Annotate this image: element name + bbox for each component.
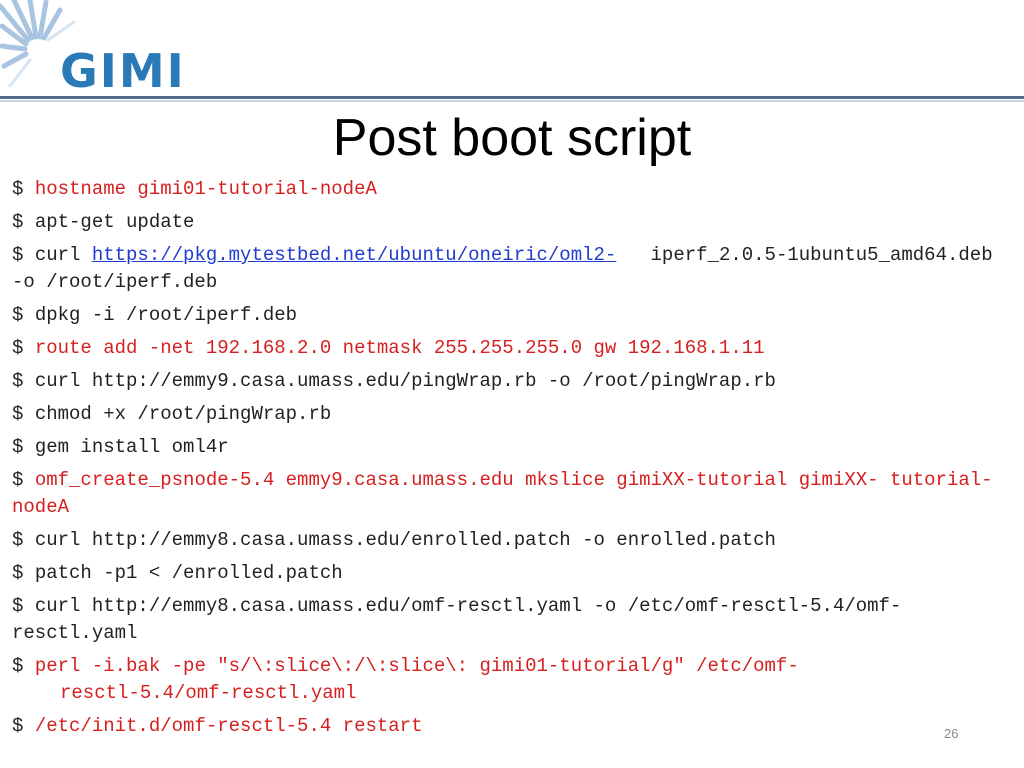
command-line-chmod: $ chmod +x /root/pingWrap.rb bbox=[12, 401, 1012, 428]
command-line-curl-pingwrap: $ curl http://emmy9.casa.umass.edu/pingW… bbox=[12, 368, 1012, 395]
prompt-symbol: $ bbox=[12, 469, 24, 491]
prompt-symbol: $ bbox=[12, 403, 24, 425]
prompt-symbol: $ bbox=[12, 595, 24, 617]
command-line-perl: $ perl -i.bak -pe "s/\:slice\:/\:slice\:… bbox=[12, 653, 1012, 707]
command-text: chmod +x /root/pingWrap.rb bbox=[34, 403, 332, 425]
command-line-hostname: $ hostname gimi01-tutorial-nodeA bbox=[12, 176, 1012, 203]
page-number: 26 bbox=[944, 726, 959, 741]
prompt-symbol: $ bbox=[12, 436, 24, 458]
command-text: /etc/init.d/omf-resctl-5.4 restart bbox=[34, 715, 423, 737]
prompt-symbol: $ bbox=[12, 211, 24, 233]
command-text: dpkg -i /root/iperf.deb bbox=[34, 304, 298, 326]
command-line-restart: $ /etc/init.d/omf-resctl-5.4 restart bbox=[12, 713, 1012, 740]
prompt-symbol: $ bbox=[12, 178, 24, 200]
prompt-symbol: $ bbox=[12, 562, 24, 584]
command-text-continued: resctl-5.4/omf-resctl.yaml bbox=[60, 682, 357, 704]
command-line-apt-get: $ apt-get update bbox=[12, 209, 1012, 236]
command-text: gem install oml4r bbox=[34, 436, 229, 458]
logo-burst-icon bbox=[0, 0, 76, 88]
prompt-symbol: $ bbox=[12, 370, 24, 392]
oml2-repo-link[interactable]: https://pkg.mytestbed.net/ubuntu/oneiric… bbox=[91, 244, 617, 266]
prompt-symbol: $ bbox=[12, 244, 24, 266]
command-line-route: $ route add -net 192.168.2.0 netmask 255… bbox=[12, 335, 1012, 362]
command-text: curl http://emmy8.casa.umass.edu/omf-res… bbox=[12, 595, 936, 644]
command-text: route add -net 192.168.2.0 netmask 255.2… bbox=[34, 337, 765, 359]
command-text: omf_create_psnode-5.4 emmy9.casa.umass.e… bbox=[12, 469, 993, 518]
command-text: perl -i.bak -pe "s/\:slice\:/\:slice\: g… bbox=[34, 655, 799, 677]
prompt-symbol: $ bbox=[12, 655, 24, 677]
prompt-symbol: $ bbox=[12, 529, 24, 551]
slide-title: Post boot script bbox=[332, 109, 692, 167]
command-text: curl http://emmy8.casa.umass.edu/enrolle… bbox=[34, 529, 776, 551]
header-rule bbox=[0, 96, 1024, 99]
command-line-gem-install: $ gem install oml4r bbox=[12, 434, 1012, 461]
logo-text: GIMI bbox=[60, 44, 186, 98]
command-line-curl-iperf: $ curl https://pkg.mytestbed.net/ubuntu/… bbox=[12, 242, 1012, 296]
command-text-post: iperf_2.0.5-1ubuntu5_amd64.deb -o /root/… bbox=[12, 244, 1004, 293]
gimi-logo: GIMI bbox=[0, 0, 200, 100]
prompt-symbol: $ bbox=[12, 304, 24, 326]
command-text: patch -p1 < /enrolled.patch bbox=[34, 562, 343, 584]
command-text: apt-get update bbox=[34, 211, 195, 233]
command-line-curl-resctl: $ curl http://emmy8.casa.umass.edu/omf-r… bbox=[12, 593, 1012, 647]
command-line-omf-create-psnode: $ omf_create_psnode-5.4 emmy9.casa.umass… bbox=[12, 467, 1012, 521]
command-line-curl-enrolled: $ curl http://emmy8.casa.umass.edu/enrol… bbox=[12, 527, 1012, 554]
command-line-dpkg: $ dpkg -i /root/iperf.deb bbox=[12, 302, 1012, 329]
command-line-patch: $ patch -p1 < /enrolled.patch bbox=[12, 560, 1012, 587]
prompt-symbol: $ bbox=[12, 337, 24, 359]
command-text: hostname gimi01-tutorial-nodeA bbox=[34, 178, 377, 200]
command-list: $ hostname gimi01-tutorial-nodeA $ apt-g… bbox=[12, 176, 1012, 746]
command-text: curl http://emmy9.casa.umass.edu/pingWra… bbox=[34, 370, 776, 392]
header-rule-light bbox=[0, 100, 1024, 102]
command-text-pre: curl bbox=[34, 244, 92, 266]
prompt-symbol: $ bbox=[12, 715, 24, 737]
